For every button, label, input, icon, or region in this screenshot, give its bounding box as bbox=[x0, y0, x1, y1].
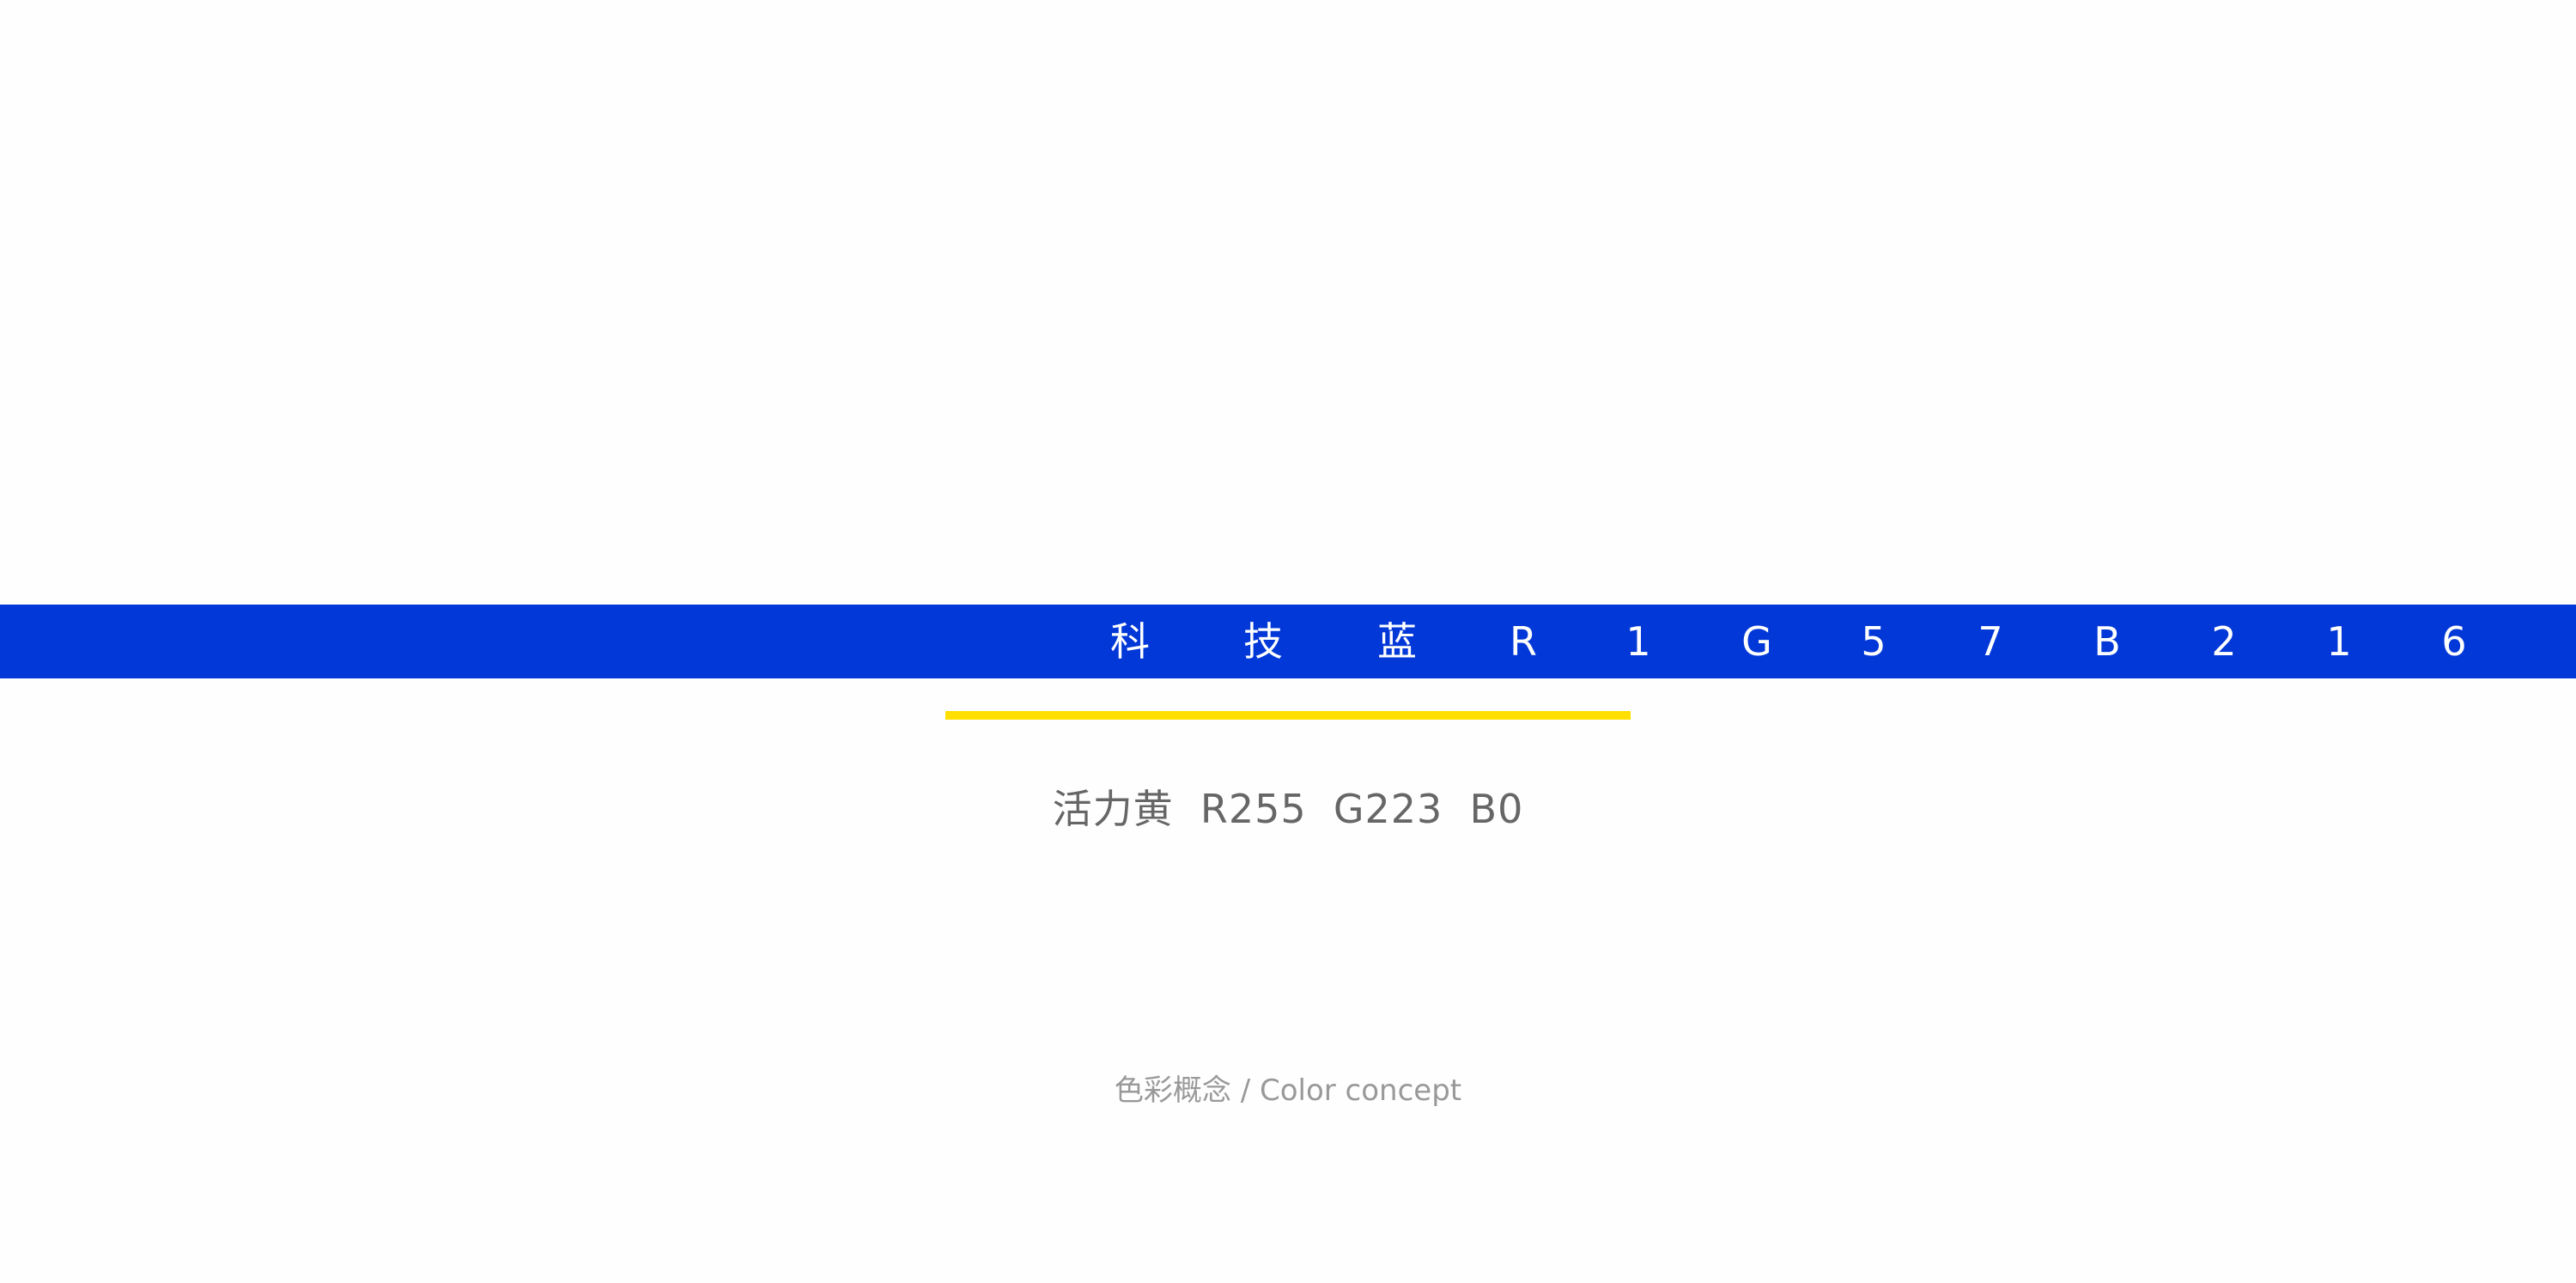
tech-blue-char: 1 bbox=[1625, 618, 1651, 665]
tech-blue-char: B bbox=[2093, 618, 2121, 665]
tech-blue-char: R bbox=[1510, 618, 1537, 665]
vital-yellow-label: 活力黄 R255 G223 B0 bbox=[1052, 786, 1524, 832]
tech-blue-char: 蓝 bbox=[1377, 618, 1417, 665]
tech-blue-char: 5 bbox=[1861, 618, 1886, 665]
color-concept-caption: 色彩概念 / Color concept bbox=[1114, 1073, 1462, 1108]
tech-blue-char: 6 bbox=[2441, 618, 2467, 665]
tech-blue-char: 科 bbox=[1110, 618, 1150, 665]
tech-blue-char: 2 bbox=[2211, 618, 2237, 665]
tech-blue-char: 1 bbox=[2326, 618, 2352, 665]
vital-yellow-line bbox=[945, 711, 1631, 720]
tech-blue-char: G bbox=[1741, 618, 1772, 665]
tech-blue-bar: 科 技 蓝 R 1 G 5 7 B 2 1 6 bbox=[0, 605, 2576, 678]
tech-blue-char: 技 bbox=[1243, 618, 1283, 665]
tech-blue-char: 7 bbox=[1978, 618, 2003, 665]
